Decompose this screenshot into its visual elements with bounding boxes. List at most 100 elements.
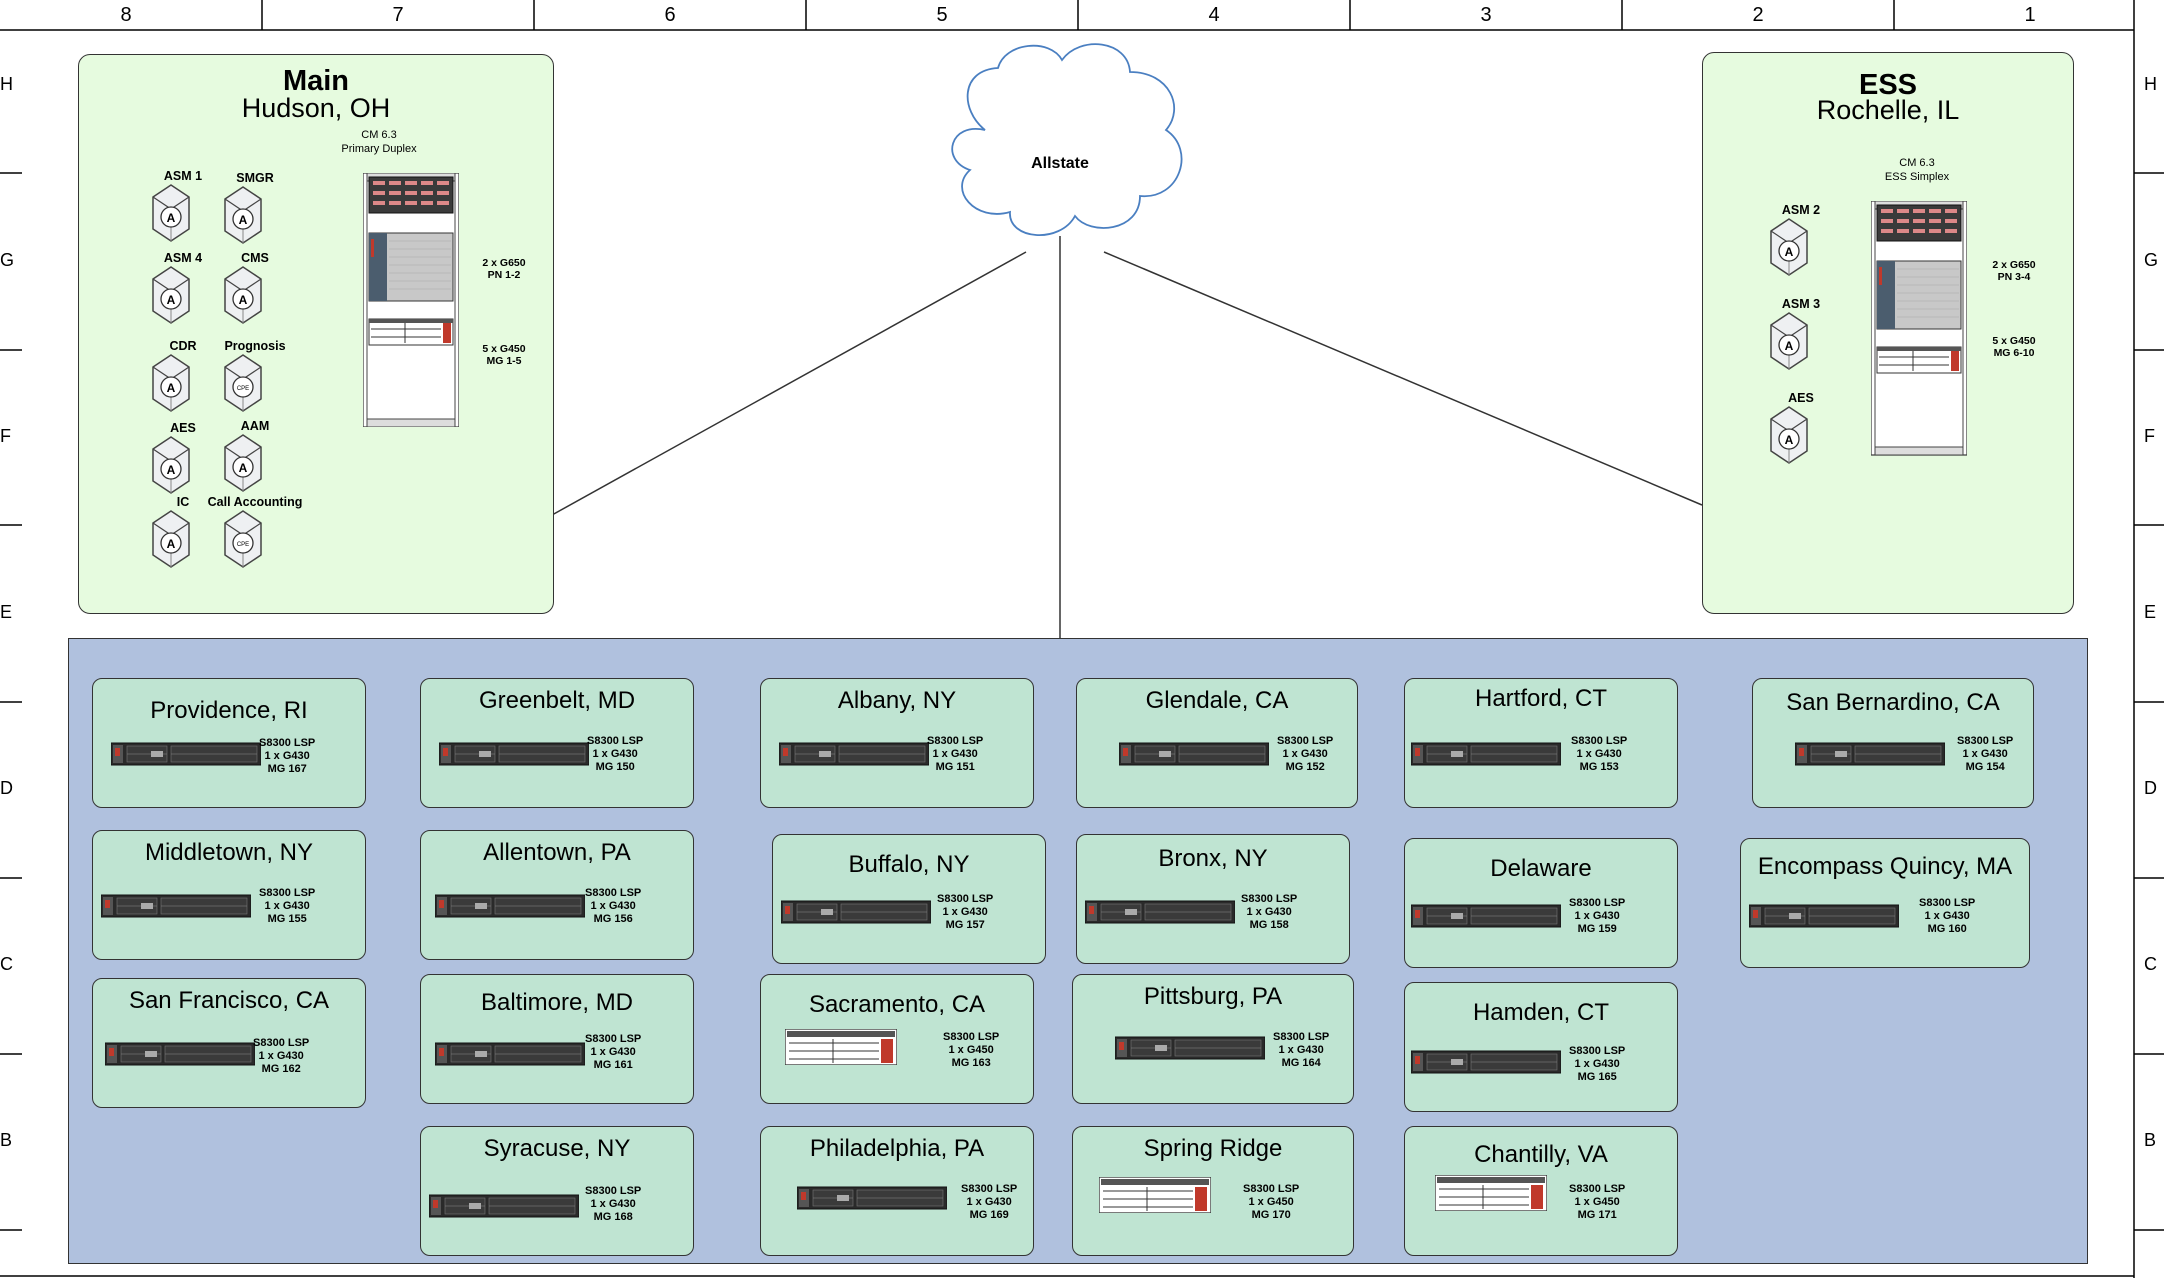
remote-site-name: Philadelphia, PA: [809, 1135, 985, 1162]
remote-site-gw: 1 x G430: [590, 900, 636, 912]
g450-gateway-icon: [1099, 1177, 1211, 1213]
ruler-row-f-right: F: [2144, 426, 2155, 446]
remote-site-gw: 1 x G450: [948, 1044, 994, 1056]
avaya-a-icon: [152, 266, 190, 324]
remote-site-name: Pittsburg, PA: [1143, 983, 1283, 1010]
remote-site-lsp: S8300 LSP: [937, 893, 994, 905]
server-label: CMS: [241, 251, 269, 265]
remote-site-name: Bronx, NY: [1158, 845, 1268, 872]
main-site-location: Hudson, OH: [241, 93, 391, 123]
remote-site-mg: MG 168: [593, 1211, 633, 1223]
remote-site-gw: 1 x G430: [942, 906, 988, 918]
main-note-g450-line1: 5 x G450: [482, 343, 526, 355]
ess-site-panel: ESS Rochelle, IL ASM 2 ASM 3 AES CM 6.3 …: [1702, 52, 2074, 614]
ruler-col-8: 8: [120, 4, 132, 26]
remote-site-mg: MG 162: [261, 1063, 301, 1075]
g430-gateway-icon: [439, 742, 589, 766]
remote-site-name: Hartford, CT: [1474, 685, 1608, 712]
remote-site-name: Hamden, CT: [1472, 999, 1610, 1026]
server-call-accounting: Call Accounting: [208, 495, 302, 574]
remote-site-gw: 1 x G430: [1278, 1044, 1324, 1056]
g430-gateway-icon: [781, 900, 931, 924]
server-asm3: ASM 3: [1769, 297, 1833, 376]
remote-site-gw: 1 x G430: [1246, 906, 1292, 918]
server-prognosis: Prognosis: [223, 339, 287, 418]
remote-site-gw: 1 x G430: [590, 1198, 636, 1210]
remote-site-name: Albany, NY: [837, 687, 957, 714]
remote-site-lsp: S8300 LSP: [927, 735, 984, 747]
main-note-g650-line2: PN 1-2: [487, 269, 521, 281]
main-note-g650-line1: 2 x G650: [482, 257, 526, 269]
server-label: ASM 2: [1781, 203, 1821, 217]
g430-gateway-icon: [779, 742, 929, 766]
ruler-col-1: 1: [2024, 4, 2036, 26]
server-label: CDR: [169, 339, 197, 353]
ess-site-location: Rochelle, IL: [1816, 95, 1960, 125]
g430-gateway-icon: [1411, 742, 1561, 766]
remote-site-mg: MG 154: [1965, 761, 2005, 773]
ruler-row-c-right: C: [2144, 954, 2157, 974]
avaya-a-icon: [152, 510, 190, 568]
ess-note-g450-line1: 5 x G450: [1992, 335, 2036, 347]
ruler-row-b-left: B: [0, 1130, 13, 1150]
remote-site-gw: 1 x G430: [264, 900, 310, 912]
remote-site-mg: MG 150: [595, 761, 635, 773]
remote-site-mg: MG 158: [1249, 919, 1289, 931]
remote-site-lsp: S8300 LSP: [259, 887, 316, 899]
remote-site-mg: MG 156: [593, 913, 633, 925]
remote-site-lsp: S8300 LSP: [587, 735, 644, 747]
ruler-row-h-right: H: [2144, 74, 2157, 94]
remote-site-lsp: S8300 LSP: [585, 1033, 642, 1045]
remote-site-mg: MG 157: [945, 919, 985, 931]
remote-site-gw: 1 x G430: [1576, 748, 1622, 760]
remote-site-name: Providence, RI: [150, 697, 308, 724]
avaya-a-icon: [152, 436, 190, 494]
remote-site-gw: 1 x G430: [592, 748, 638, 760]
remote-site-lsp: S8300 LSP: [1957, 735, 2014, 747]
remote-site-gw: 1 x G430: [966, 1196, 1012, 1208]
remote-site-lsp: S8300 LSP: [1569, 897, 1626, 909]
server-label: Prognosis: [224, 339, 286, 353]
remote-site-gw: 1 x G430: [590, 1046, 636, 1058]
remote-site-name: San Francisco, CA: [128, 987, 330, 1014]
server-smgr: SMGR: [223, 171, 287, 250]
server-asm2: ASM 2: [1769, 203, 1833, 282]
server-label: Call Accounting: [207, 495, 303, 509]
avaya-a-icon: [224, 186, 262, 244]
remote-site-name: Encompass Quincy, MA: [1757, 853, 2013, 880]
ess-rack-caption-2: ESS Simplex: [1884, 171, 1950, 183]
remote-site-gw: 1 x G430: [1962, 748, 2008, 760]
remote-site-name: Delaware: [1490, 855, 1592, 882]
remote-site-name: Buffalo, NY: [848, 851, 970, 878]
remote-site-lsp: S8300 LSP: [585, 887, 642, 899]
remote-site-name: Allentown, PA: [483, 839, 631, 866]
ruler-row-c-left: C: [0, 954, 13, 974]
ess-cm-rack: [1871, 201, 1967, 456]
ruler-col-5: 5: [936, 4, 948, 26]
ess-note-g650-line2: PN 3-4: [1997, 271, 2031, 283]
g450-gateway-icon: [1435, 1175, 1547, 1211]
g450-gateway-icon: [785, 1029, 897, 1065]
remote-site-name: San Bernardino, CA: [1786, 689, 2000, 716]
remote-site-gw: 1 x G430: [932, 748, 978, 760]
remote-site-gw: 1 x G430: [1924, 910, 1970, 922]
